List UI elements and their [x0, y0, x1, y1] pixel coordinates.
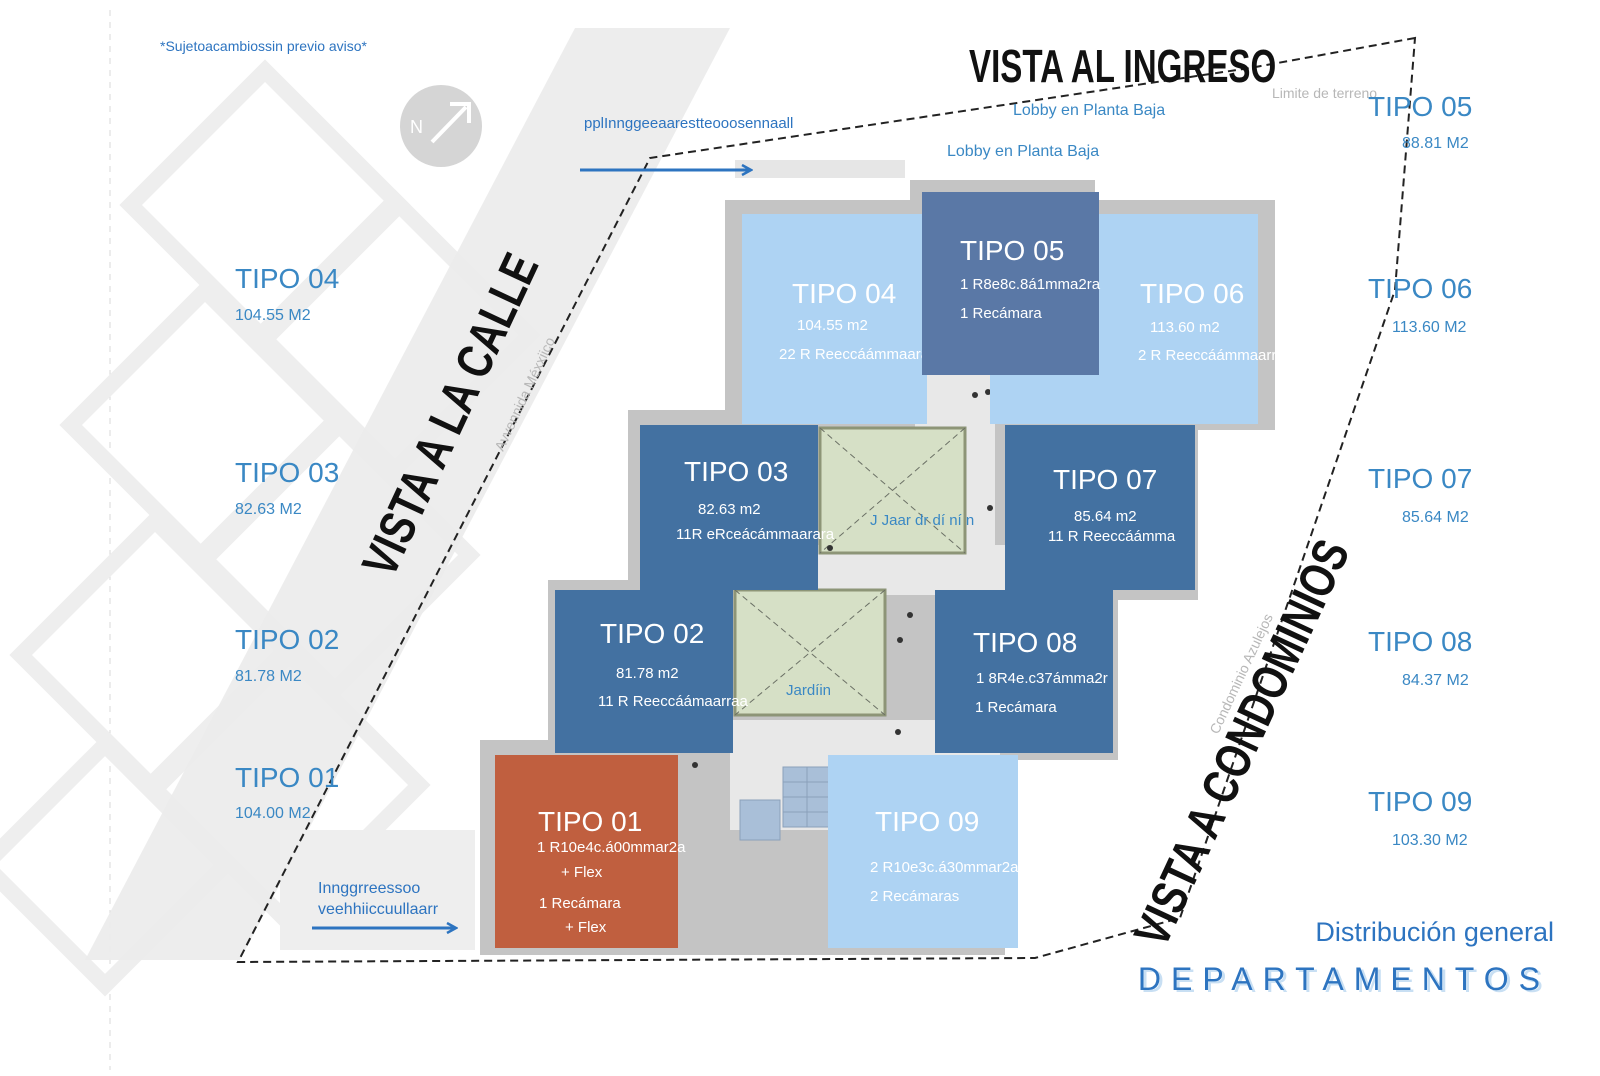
legend-right: TIPO 05 88.81 M2 TIPO 06 113.60 M2 TIPO … — [1368, 91, 1472, 849]
unit-detail: 2 R10e3c.á30mmar2as — [870, 859, 1026, 876]
background-decoration — [0, 10, 905, 1070]
pedestrian-path — [735, 160, 905, 178]
legend-tipo: TIPO 01 — [235, 762, 339, 793]
unit-detail: 2 R Reeccáámmaarraass — [1138, 347, 1308, 364]
vehicle-entry-label-1: Innggrreessoo — [318, 880, 420, 897]
north-icon: N — [400, 85, 482, 167]
legend-tipo: TIPO 05 — [1368, 91, 1472, 122]
legend-area: 81.78 M2 — [235, 668, 302, 685]
vehicle-path — [280, 830, 475, 950]
unit-detail: 113.60 m2 — [1150, 319, 1220, 336]
unit-detail: 11 R Reeccáámma — [1048, 528, 1176, 545]
legend-tipo: TIPO 06 — [1368, 273, 1472, 304]
unit-tipo-02: TIPO 02 81.78 m2 11 R Reeccáámaarraa — [555, 590, 748, 753]
legend-area: 88.81 M2 — [1402, 135, 1469, 152]
people-icons — [692, 389, 993, 768]
stair-icon — [782, 766, 832, 828]
legend-tipo: TIPO 07 — [1368, 463, 1472, 494]
lobby-label-top: Lobby en Planta Baja — [1013, 102, 1165, 119]
legend-tipo: TIPO 09 — [1368, 786, 1472, 817]
unit-name: TIPO 06 — [1140, 278, 1244, 309]
elevator-icon — [739, 799, 781, 841]
unit-detail: 81.78 m2 — [616, 665, 679, 682]
unit-detail: 11R eRceácámmaarara — [676, 526, 835, 543]
unit-name: TIPO 07 — [1053, 464, 1157, 495]
property-boundary — [236, 36, 1417, 964]
vehicle-entry-label-2: veehhiiccuullaarr — [318, 901, 439, 918]
unit-name: TIPO 02 — [600, 618, 704, 649]
garden-top-label: J Jaar dr dí ní n — [870, 512, 974, 529]
unit-name: TIPO 03 — [684, 456, 788, 487]
garden-bottom-label: Jardíin — [786, 682, 831, 699]
footer-title: DEPARTAMENTOS — [1138, 961, 1550, 997]
unit-tipo-09: TIPO 09 2 R10e3c.á30mmar2as 2 Recámaras — [828, 755, 1026, 948]
unit-detail: 85.64 m2 — [1074, 508, 1137, 525]
view-ingreso-title: VISTA AL INGRESO — [969, 42, 1276, 92]
unit-detail: 11 R Reeccáámaarraa — [598, 693, 748, 710]
pedestrian-entry-label: pplInnggeeaarestteooosennaall — [584, 115, 793, 132]
legend-area: 103.30 M2 — [1392, 832, 1468, 849]
unit-detail: 1 8R4e.c37ámma2r — [976, 670, 1108, 687]
unit-tipo-05: TIPO 05 1 R8e8c.8á1mma2ra 1 Recámara — [922, 192, 1101, 375]
unit-detail: + Flex — [565, 919, 607, 936]
unit-tipo-03: TIPO 03 82.63 m2 11R eRceácámmaarara — [640, 425, 835, 590]
unit-tipo-08: TIPO 08 1 8R4e.c37ámma2r 1 Recámara — [935, 590, 1113, 753]
legend-tipo: TIPO 08 — [1368, 626, 1472, 657]
legend-area: 104.00 M2 — [235, 805, 311, 822]
legend-area: 113.60 M2 — [1392, 319, 1467, 336]
unit-detail: + Flex — [561, 864, 603, 881]
legend-left: TIPO 04 104.55 M2 TIPO 03 82.63 M2 TIPO … — [235, 263, 339, 822]
unit-detail: 1 R10e4c.á00mmar2a — [537, 839, 686, 856]
unit-detail: 1 Recámara — [960, 305, 1042, 322]
street-band — [85, 28, 730, 960]
footer-subtitle: Distribución general — [1315, 917, 1554, 947]
footer-title-shadow: DEPARTAMENTOS — [1141, 963, 1553, 999]
unit-detail: 22 R Reeccáámmaararass — [779, 346, 957, 363]
unit-name: TIPO 01 — [538, 806, 642, 837]
unit-name: TIPO 05 — [960, 235, 1064, 266]
unit-detail: 1 Recámara — [539, 895, 621, 912]
unit-name: TIPO 08 — [973, 627, 1077, 658]
legend-area: 104.55 M2 — [235, 307, 311, 324]
unit-detail: 104.55 m2 — [797, 317, 868, 334]
disclaimer: *Sujetoacambiossin previo aviso* — [160, 38, 368, 54]
unit-tipo-01: TIPO 01 1 R10e4c.á00mmar2a + Flex 1 Recá… — [495, 755, 686, 948]
unit-detail: 1 R8e8c.8á1mma2ra — [960, 276, 1101, 293]
unit-tipo-07: TIPO 07 85.64 m2 11 R Reeccáámma — [1005, 425, 1195, 590]
legend-tipo: TIPO 04 — [235, 263, 339, 294]
unit-detail: 2 Recámaras — [870, 888, 959, 905]
legend-area: 85.64 M2 — [1402, 509, 1469, 526]
unit-detail: 82.63 m2 — [698, 501, 761, 518]
unit-detail: 1 Recámara — [975, 699, 1057, 716]
legend-area: 84.37 M2 — [1402, 672, 1469, 689]
legend-tipo: TIPO 02 — [235, 624, 339, 655]
unit-name: TIPO 09 — [875, 806, 979, 837]
garden-top — [818, 426, 967, 555]
unit-tipo-04: TIPO 04 104.55 m2 22 R Reeccáámmaararass — [742, 214, 957, 424]
north-label: N — [410, 117, 423, 137]
unit-name: TIPO 04 — [792, 278, 896, 309]
legend-area: 82.63 M2 — [235, 501, 302, 518]
legend-tipo: TIPO 03 — [235, 457, 339, 488]
lobby-label-mid: Lobby en Planta Baja — [947, 143, 1099, 160]
limite-terreno-label: Limite de terreno — [1272, 85, 1377, 101]
